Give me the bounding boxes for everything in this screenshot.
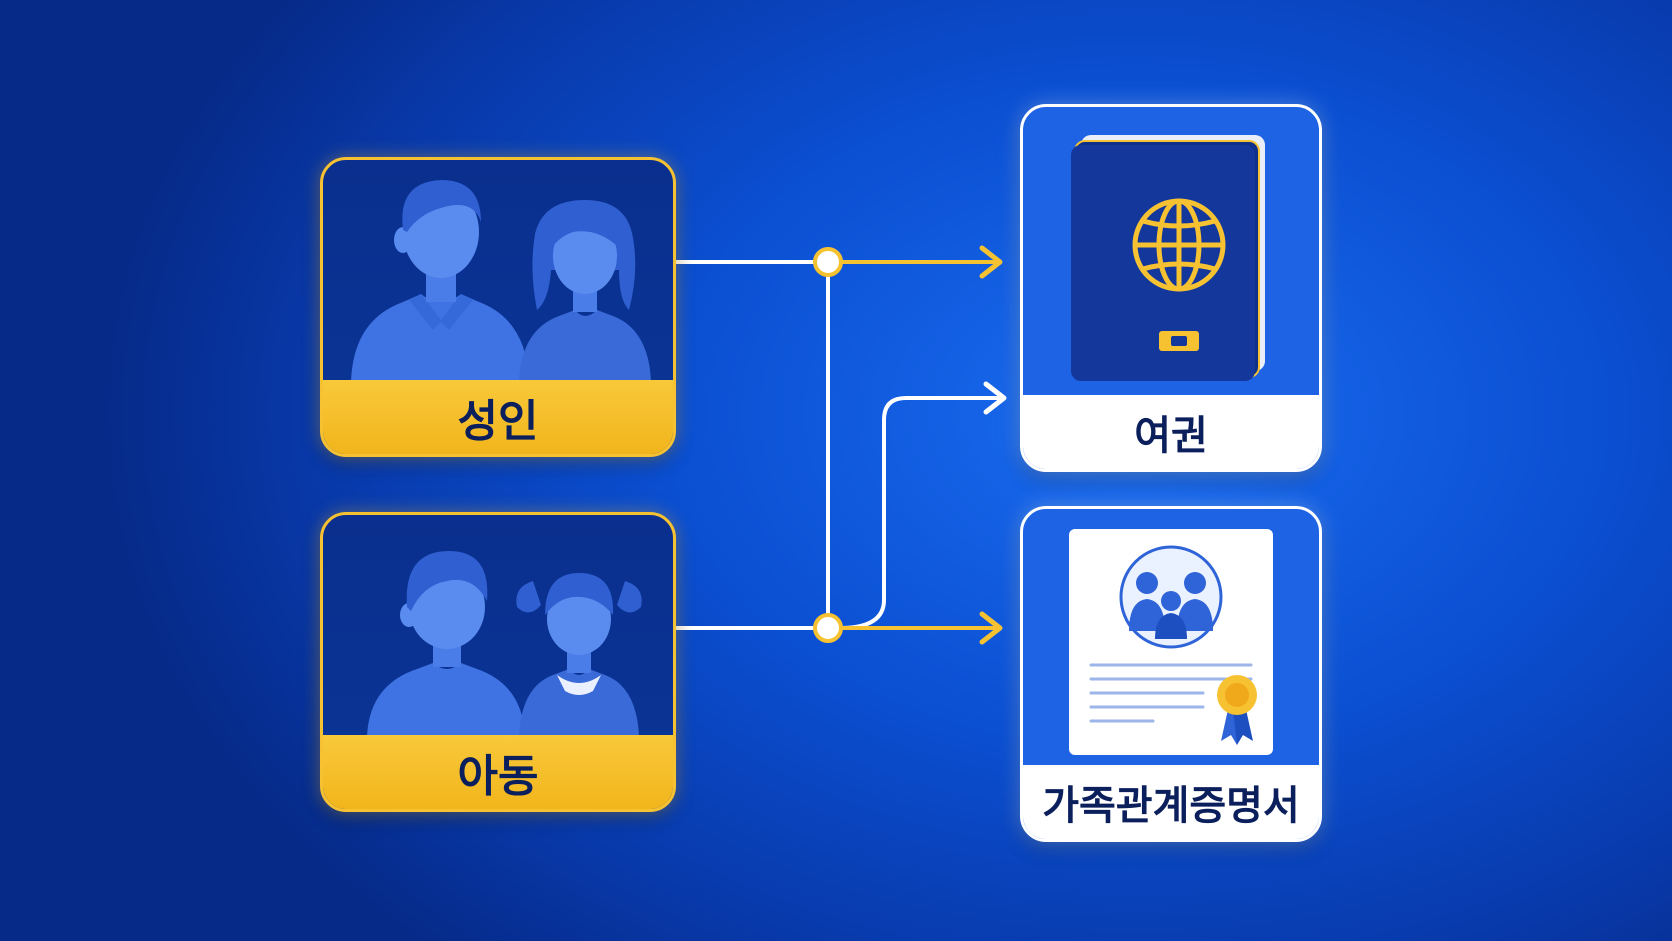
family-cert-arrow-head <box>979 611 1003 645</box>
child-card: 아동 <box>320 512 676 812</box>
adult-couple-icon <box>351 180 651 380</box>
adult-label: 성인 <box>323 380 673 454</box>
adult-junction-node <box>813 247 843 277</box>
child-label: 아동 <box>323 735 673 809</box>
adult-card: 성인 <box>320 157 676 457</box>
family-cert-label: 가족관계증명서 <box>1023 765 1319 839</box>
passport-arrow-head <box>979 245 1003 279</box>
child-junction-node <box>813 613 843 643</box>
children-icon <box>367 551 642 735</box>
family-certificate-icon <box>1069 529 1273 755</box>
child-to-passport-line <box>838 396 1002 630</box>
child-to-passport-arrow-head <box>983 381 1007 415</box>
passport-card: 여권 <box>1020 104 1322 472</box>
passport-label: 여권 <box>1023 395 1319 469</box>
family-cert-card: 가족관계증명서 <box>1020 506 1322 842</box>
passport-icon <box>1071 135 1265 381</box>
